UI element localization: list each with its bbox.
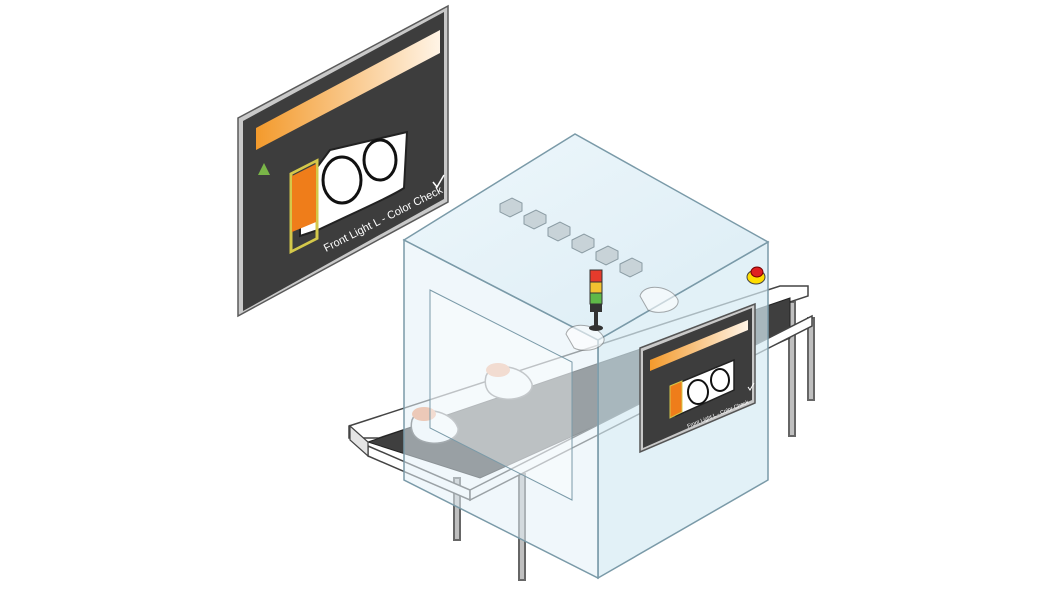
camera-array — [499, 197, 643, 278]
conveyor-end-cap — [349, 424, 369, 458]
small-monitor: Front Light L - Color Check — [639, 302, 756, 454]
signal-tower-green — [589, 292, 603, 305]
large-monitor: Front Light L - Color Check — [237, 4, 449, 318]
headlight-icon — [289, 130, 409, 254]
headlamp-part-inside — [565, 286, 679, 351]
enclosure-tunnel-opening — [429, 289, 573, 501]
signal-tower-yellow — [589, 281, 603, 294]
headlight-icon — [669, 358, 735, 419]
small-monitor-title-bar — [650, 320, 748, 371]
emergency-stop-button — [746, 266, 766, 285]
large-monitor-title-bar — [256, 30, 440, 150]
signal-tower — [589, 269, 603, 331]
triangle-up-icon — [258, 163, 270, 175]
signal-tower-red — [589, 269, 603, 283]
check-icon — [432, 174, 445, 189]
check-icon — [747, 382, 755, 391]
